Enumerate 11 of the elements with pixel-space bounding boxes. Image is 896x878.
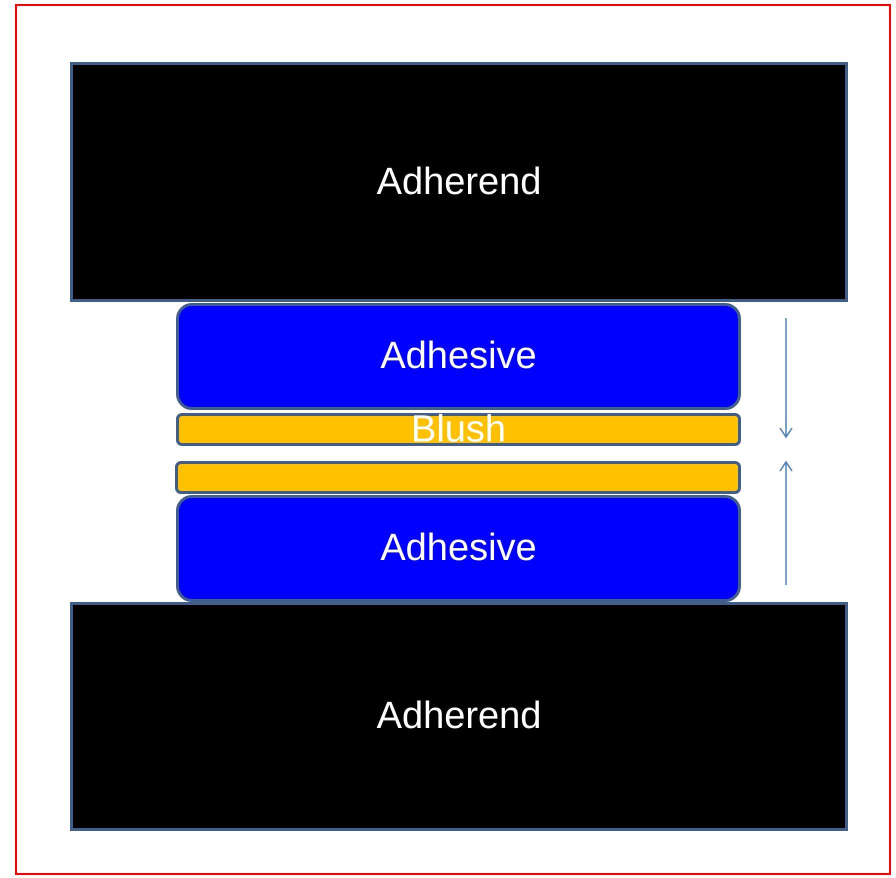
- adherend-block: [70, 62, 848, 302]
- blush-layer: [176, 413, 741, 446]
- adherend-block: [70, 602, 848, 831]
- layer-label: Adherend: [376, 160, 542, 204]
- blush-layer: [175, 461, 741, 494]
- layer-label: Adhesive: [380, 527, 537, 570]
- layer-label: Adherend: [376, 695, 542, 738]
- adhesive-layer: [176, 495, 741, 602]
- layer-label: Adhesive: [380, 335, 537, 378]
- layer-label: Blush: [410, 408, 508, 451]
- adhesive-layer: [176, 303, 741, 410]
